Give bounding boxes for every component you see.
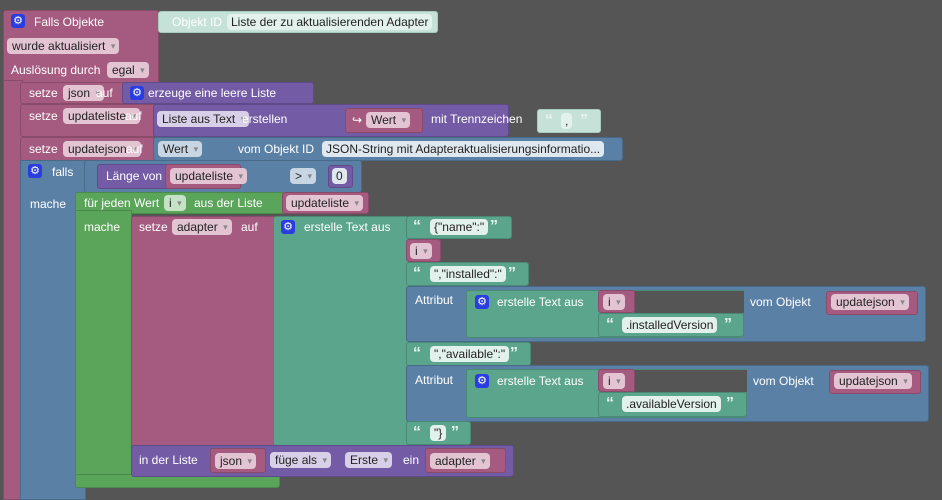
vom-objekt-label: vom Objekt <box>750 295 811 309</box>
create-empty-list-block[interactable] <box>122 82 314 104</box>
setze-label: setze <box>139 220 168 234</box>
in-der-liste-label: in der Liste <box>139 453 198 467</box>
gear-icon[interactable]: ⚙ <box>475 374 489 388</box>
quote-open-icon: “ <box>413 218 421 235</box>
insert-position-dropdown[interactable]: Erste <box>345 452 393 468</box>
wert-dropdown[interactable]: Wert <box>158 141 203 157</box>
auf-label: auf <box>125 109 142 123</box>
quote-open-icon: “ <box>413 345 421 362</box>
laenge-label: Länge von <box>106 169 163 183</box>
event-title: Falls Objekte <box>34 15 105 29</box>
wert-dropdown[interactable]: Wert <box>366 112 411 128</box>
var-dropdown-updatejson[interactable]: updatejson <box>831 294 909 310</box>
var-dropdown-updateliste[interactable]: updateliste <box>286 195 364 211</box>
for-each-body-strip <box>75 210 132 480</box>
attribut-label: Attribut <box>415 293 454 307</box>
gear-icon[interactable]: ⚙ <box>28 164 42 178</box>
text-field[interactable]: {"name":" <box>430 219 489 235</box>
text-field[interactable]: .availableVersion <box>622 396 721 412</box>
gear-icon[interactable]: ⚙ <box>130 86 144 100</box>
quote-open-icon: “ <box>413 265 421 282</box>
var-dropdown-adapter[interactable]: adapter <box>430 453 490 469</box>
quote-open-icon: “ <box>606 316 614 333</box>
text-field[interactable]: .installedVersion <box>622 317 718 333</box>
var-dropdown-updateliste[interactable]: updateliste <box>170 168 248 184</box>
vom-objekt-id-label: vom Objekt ID <box>238 142 315 156</box>
gear-icon[interactable]: ⚙ <box>281 220 295 234</box>
falls-label: falls <box>52 165 74 179</box>
return-arrow-icon: ↪ <box>352 113 363 127</box>
ausloesung-label: Auslösung durch <box>11 63 101 77</box>
quote-close-icon: ” <box>724 316 732 333</box>
trennzeichen-label: mit Trennzeichen <box>431 112 523 126</box>
quote-close-icon: ” <box>508 265 516 282</box>
gear-icon[interactable]: ⚙ <box>475 295 489 309</box>
text-join-label: erstelle Text aus <box>497 295 584 309</box>
var-dropdown-json[interactable]: json <box>215 453 257 469</box>
text-join-block[interactable] <box>273 216 409 446</box>
var-dropdown-i[interactable]: i <box>603 373 625 389</box>
auf-label: auf <box>241 220 258 234</box>
erstellen-label: erstellen <box>242 112 288 126</box>
trigger-dropdown[interactable]: wurde aktualisiert <box>7 38 120 54</box>
mache-label: mache <box>30 197 67 211</box>
aus-der-liste-label: aus der Liste <box>194 196 263 210</box>
quote-close-icon: ” <box>451 424 459 441</box>
empty-slot <box>634 291 744 313</box>
quote-open-icon: “ <box>413 424 421 441</box>
create-empty-list-label: erzeuge eine leere Liste <box>148 86 277 100</box>
ein-label: ein <box>403 453 420 467</box>
text-field[interactable]: ","installed":" <box>430 266 506 282</box>
text-field[interactable]: ","available":" <box>430 346 510 362</box>
quote-close-icon: ” <box>726 395 734 412</box>
setze-label: setze <box>29 109 58 123</box>
vom-objekt-label: vom Objekt <box>753 374 814 388</box>
quote-open-icon: “ <box>545 112 553 129</box>
var-dropdown-json[interactable]: json <box>63 85 105 101</box>
empty-slot <box>634 370 747 392</box>
gear-icon[interactable]: ⚙ <box>11 14 25 28</box>
quote-close-icon: ” <box>510 345 518 362</box>
text-join-label: erstelle Text aus <box>497 374 584 388</box>
var-dropdown-updateliste[interactable]: updateliste <box>63 108 141 124</box>
var-dropdown-updatejson[interactable]: updatejson <box>834 373 912 389</box>
attribut-label: Attribut <box>415 373 454 387</box>
var-dropdown-updatejson[interactable]: updatejson <box>63 141 141 157</box>
object-id-field[interactable]: JSON-String mit Adapteraktualisierungsin… <box>322 141 605 157</box>
for-each-label: für jeden Wert <box>84 196 160 210</box>
setze-label: setze <box>29 142 58 156</box>
compare-operator-dropdown[interactable]: > <box>290 168 317 184</box>
objekt-id-field[interactable]: Liste der zu aktualisierenden Adapter <box>227 14 433 30</box>
text-field[interactable]: "} <box>430 425 447 441</box>
list-mode-dropdown[interactable]: Liste aus Text <box>157 111 250 127</box>
quote-close-icon: ” <box>490 218 498 235</box>
var-dropdown-i[interactable]: i <box>410 243 432 259</box>
auf-label: auf <box>126 142 143 156</box>
number-field[interactable]: 0 <box>332 168 347 184</box>
objekt-id-label: Objekt ID <box>172 15 223 29</box>
setze-label: setze <box>29 86 58 100</box>
quote-open-icon: “ <box>606 395 614 412</box>
var-dropdown-i[interactable]: i <box>603 294 625 310</box>
mache-label: mache <box>84 220 121 234</box>
text-join-label: erstelle Text aus <box>304 220 391 234</box>
set-adapter-block[interactable] <box>131 216 276 448</box>
separator-field[interactable]: , <box>561 113 573 129</box>
quote-close-icon: ” <box>580 112 588 129</box>
insert-mode-dropdown[interactable]: füge als <box>270 452 332 468</box>
loop-var-dropdown[interactable]: i <box>164 195 186 211</box>
ausloesung-dropdown[interactable]: egal <box>107 62 149 78</box>
auf-label: auf <box>96 86 113 100</box>
var-dropdown-adapter[interactable]: adapter <box>172 219 232 235</box>
